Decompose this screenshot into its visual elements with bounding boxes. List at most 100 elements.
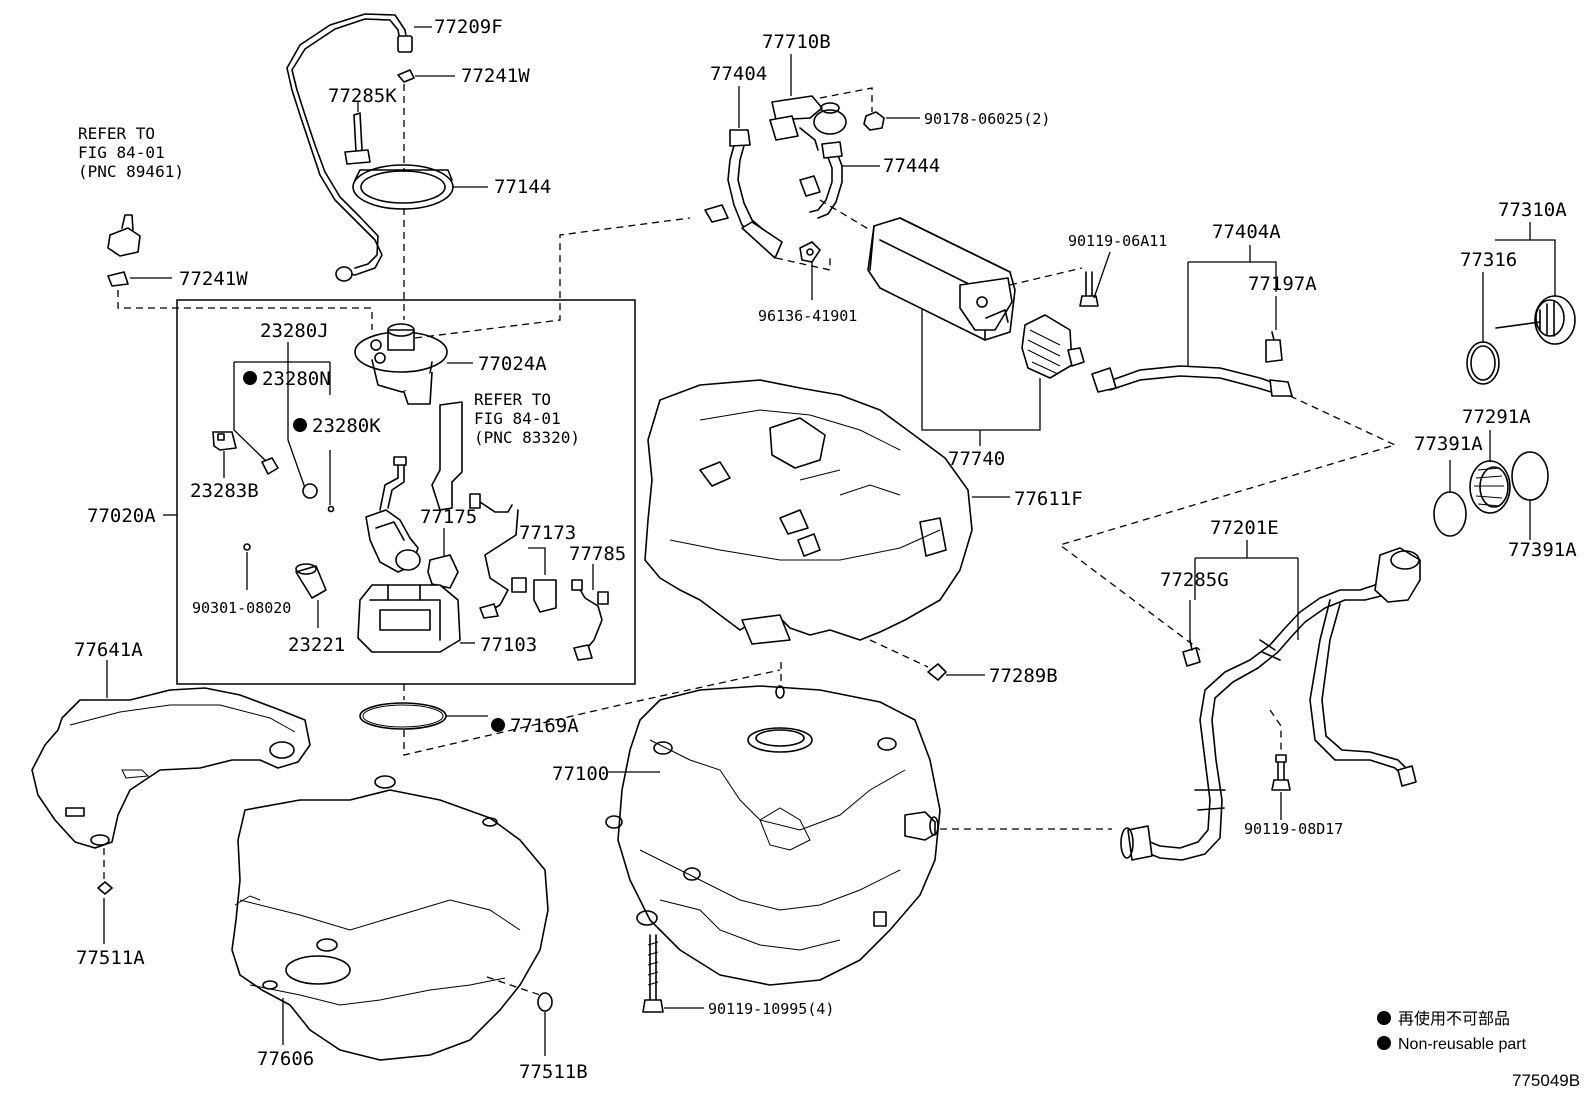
nut-90178-06025 xyxy=(863,111,885,131)
filler-pipe-77201E xyxy=(1120,547,1421,861)
sensor-89461 xyxy=(107,214,141,257)
label-77209F: 77209F xyxy=(434,16,503,38)
label-77144: 77144 xyxy=(494,176,551,198)
part-77175 xyxy=(427,554,459,589)
label-77197A: 77197A xyxy=(1248,273,1317,295)
label-90119-08D17: 90119-08D17 xyxy=(1244,820,1343,838)
label-23280K: 23280K xyxy=(312,415,381,437)
label-77103: 77103 xyxy=(480,634,537,656)
bolt-90119-08D17 xyxy=(1271,754,1291,791)
clip-77285G xyxy=(1182,639,1201,667)
label-77201E: 77201E xyxy=(1210,517,1279,539)
o-ring-23280K xyxy=(302,483,318,499)
label-77404A: 77404A xyxy=(1212,221,1281,243)
gasket-77169A xyxy=(359,702,447,730)
label-77024A: 77024A xyxy=(478,353,547,375)
clip-77241W-top xyxy=(397,69,415,83)
label-77740: 77740 xyxy=(948,448,1005,470)
clip-77241W-left xyxy=(107,271,129,287)
shield-77611F xyxy=(644,379,973,645)
label-23280N: 23280N xyxy=(262,368,331,390)
bolt-90119-10995 xyxy=(642,934,664,1013)
label-77611F: 77611F xyxy=(1014,488,1083,510)
ref1-line2: FIG 84-01 xyxy=(78,143,165,162)
ref1-line1: REFER TO xyxy=(78,124,155,143)
gasket-77391A-right xyxy=(1511,451,1549,501)
assembly-box-77020A xyxy=(176,299,636,685)
wire-77173 xyxy=(479,509,527,619)
ref1-line3: (PNC 89461) xyxy=(78,162,184,181)
label-77404: 77404 xyxy=(710,63,767,85)
retainer-ring-77144 xyxy=(352,164,454,210)
label-77285G: 77285G xyxy=(1160,569,1229,591)
label-77511A: 77511A xyxy=(76,947,145,969)
filter-23221 xyxy=(295,563,327,599)
ref2-line3: (PNC 83320) xyxy=(474,428,580,447)
label-77241W-top: 77241W xyxy=(461,65,530,87)
gasket-77316 xyxy=(1466,341,1500,385)
grommet-77511A xyxy=(97,881,113,895)
label-77710B: 77710B xyxy=(762,31,831,53)
ref2-line2: FIG 84-01 xyxy=(474,409,561,428)
label-77100: 77100 xyxy=(552,763,609,785)
label-90119-06A11: 90119-06A11 xyxy=(1068,232,1167,250)
label-77175: 77175 xyxy=(420,506,477,528)
legend: 再使用不可部品 Non-reusable part xyxy=(1377,1010,1527,1053)
hose-77404A xyxy=(1091,365,1293,397)
ring-77291A xyxy=(1469,460,1511,514)
part-77173-body xyxy=(533,579,557,613)
ref2-line1: REFER TO xyxy=(474,390,551,409)
filter-box-77740 xyxy=(1021,314,1085,379)
sender-gauge-83320 xyxy=(431,401,513,513)
non-reusable-dot-23280N xyxy=(243,371,257,385)
clip-77197A xyxy=(1265,331,1283,363)
legend-dot-en xyxy=(1377,1036,1391,1050)
bracket-23283B xyxy=(212,431,237,451)
clip-77285K xyxy=(344,112,371,165)
non-reusable-dot-23280K xyxy=(293,418,307,432)
label-77785: 77785 xyxy=(569,543,626,565)
label-90301-08020: 90301-08020 xyxy=(192,599,291,617)
figure-id: 775049B xyxy=(1512,1071,1580,1090)
label-77641A: 77641A xyxy=(74,639,143,661)
legend-text-jp: 再使用不可部品 xyxy=(1398,1010,1510,1028)
harness-77785 xyxy=(571,579,609,661)
connector-23280N xyxy=(261,457,279,475)
grommet-77511B xyxy=(537,992,553,1012)
fuel-tank-77100 xyxy=(605,685,941,986)
pump-bracket xyxy=(365,456,421,573)
fuel-cap-77310A xyxy=(1495,295,1576,345)
label-77511B: 77511B xyxy=(519,1061,588,1083)
label-90178-06025: 90178-06025(2) xyxy=(924,110,1050,128)
sub-tank-77103 xyxy=(357,584,461,653)
gasket-77391A-left xyxy=(1433,491,1467,537)
insulator-77641A xyxy=(31,687,311,849)
label-23283B: 23283B xyxy=(190,480,259,502)
clip-77289B xyxy=(927,663,947,681)
bolt-90119-06A11 xyxy=(1079,271,1099,307)
label-77169A: 77169A xyxy=(510,715,579,737)
clip-96136-41901 xyxy=(799,241,821,263)
legend-text-en: Non-reusable part xyxy=(1398,1036,1527,1053)
label-77291A: 77291A xyxy=(1462,406,1531,428)
label-77606: 77606 xyxy=(257,1048,314,1070)
label-77391A-right: 77391A xyxy=(1508,539,1577,561)
label-96136-41901: 96136-41901 xyxy=(758,307,857,325)
label-77285K: 77285K xyxy=(328,85,397,107)
label-77391A-left: 77391A xyxy=(1414,433,1483,455)
label-77316: 77316 xyxy=(1460,249,1517,271)
fuel-tube-77209F xyxy=(286,13,413,282)
non-reusable-dot-77169A xyxy=(491,718,505,732)
label-77444: 77444 xyxy=(883,155,940,177)
label-23280J: 23280J xyxy=(260,320,329,342)
label-77289B: 77289B xyxy=(989,665,1058,687)
label-23221: 23221 xyxy=(288,634,345,656)
label-90119-10995: 90119-10995(4) xyxy=(708,1000,834,1018)
pump-flange-77024A xyxy=(354,323,448,405)
canister-77740 xyxy=(867,217,1016,341)
label-77310A: 77310A xyxy=(1498,199,1567,221)
label-77020A: 77020A xyxy=(87,505,156,527)
legend-dot-jp xyxy=(1377,1011,1391,1025)
hose-77404 xyxy=(704,129,783,259)
